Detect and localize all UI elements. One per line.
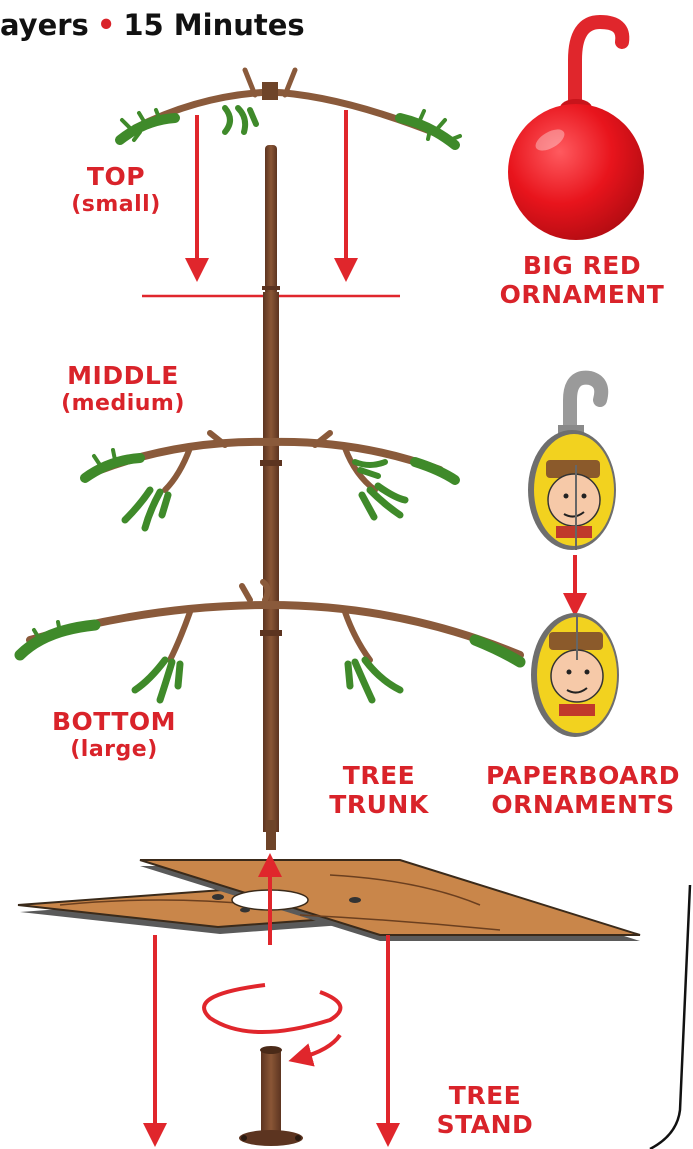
label-middle: MIDDLE (medium)	[48, 361, 198, 416]
header-players-fragment: ayers	[0, 8, 89, 42]
label-bottom-sub: (large)	[70, 736, 158, 762]
tree-stand-post	[239, 1046, 303, 1146]
label-big-red-ornament: BIG RED ORNAMENT	[493, 251, 671, 310]
label-top: TOP (small)	[70, 162, 162, 217]
label-bottom: BOTTOM (large)	[48, 707, 180, 762]
header-duration: 15 Minutes	[123, 8, 305, 42]
label-tree-stand-line2: STAND	[436, 1109, 534, 1139]
label-top-title: TOP	[86, 162, 146, 191]
label-tree-trunk-line2: TRUNK	[329, 789, 429, 819]
label-tree-trunk-line1: TREE	[342, 761, 416, 790]
red-ball-ornament-icon	[508, 14, 644, 240]
tree-middle-section	[80, 430, 460, 532]
tree-trunk	[260, 145, 282, 850]
label-big-red-ornament-line1: BIG RED	[522, 251, 642, 280]
header-time: ayers•15 Minutes	[0, 8, 305, 42]
label-middle-title: MIDDLE	[67, 361, 179, 390]
label-paperboard-ornaments-line2: ORNAMENTS	[491, 789, 675, 819]
charlie-brown-paper-ornament-icon	[528, 370, 616, 550]
top-needles-right	[395, 109, 462, 150]
label-middle-sub: (medium)	[61, 390, 185, 416]
top-needles-center	[222, 105, 259, 135]
tree-bottom-section	[14, 579, 526, 704]
top-needles-left	[115, 108, 180, 145]
label-paperboard-ornaments: PAPERBOARD ORNAMENTS	[478, 761, 688, 820]
rotate-arrow-head	[288, 1033, 342, 1067]
label-tree-trunk: TREE TRUNK	[320, 761, 438, 820]
label-paperboard-ornaments-line1: PAPERBOARD	[485, 761, 680, 790]
tree-top-section	[115, 67, 462, 298]
label-tree-stand: TREE STAND	[425, 1081, 545, 1140]
charlie-brown-paper-ornament-icon	[531, 613, 619, 737]
header-separator: •	[96, 8, 116, 42]
rotate-arrow	[202, 983, 343, 1034]
label-bottom-title: BOTTOM	[51, 707, 177, 736]
card-border	[649, 884, 692, 1149]
tree-stand-base	[17, 859, 641, 941]
label-top-sub: (small)	[71, 191, 161, 217]
label-big-red-ornament-line2: ORNAMENT	[499, 279, 665, 309]
label-tree-stand-line1: TREE	[448, 1081, 522, 1110]
